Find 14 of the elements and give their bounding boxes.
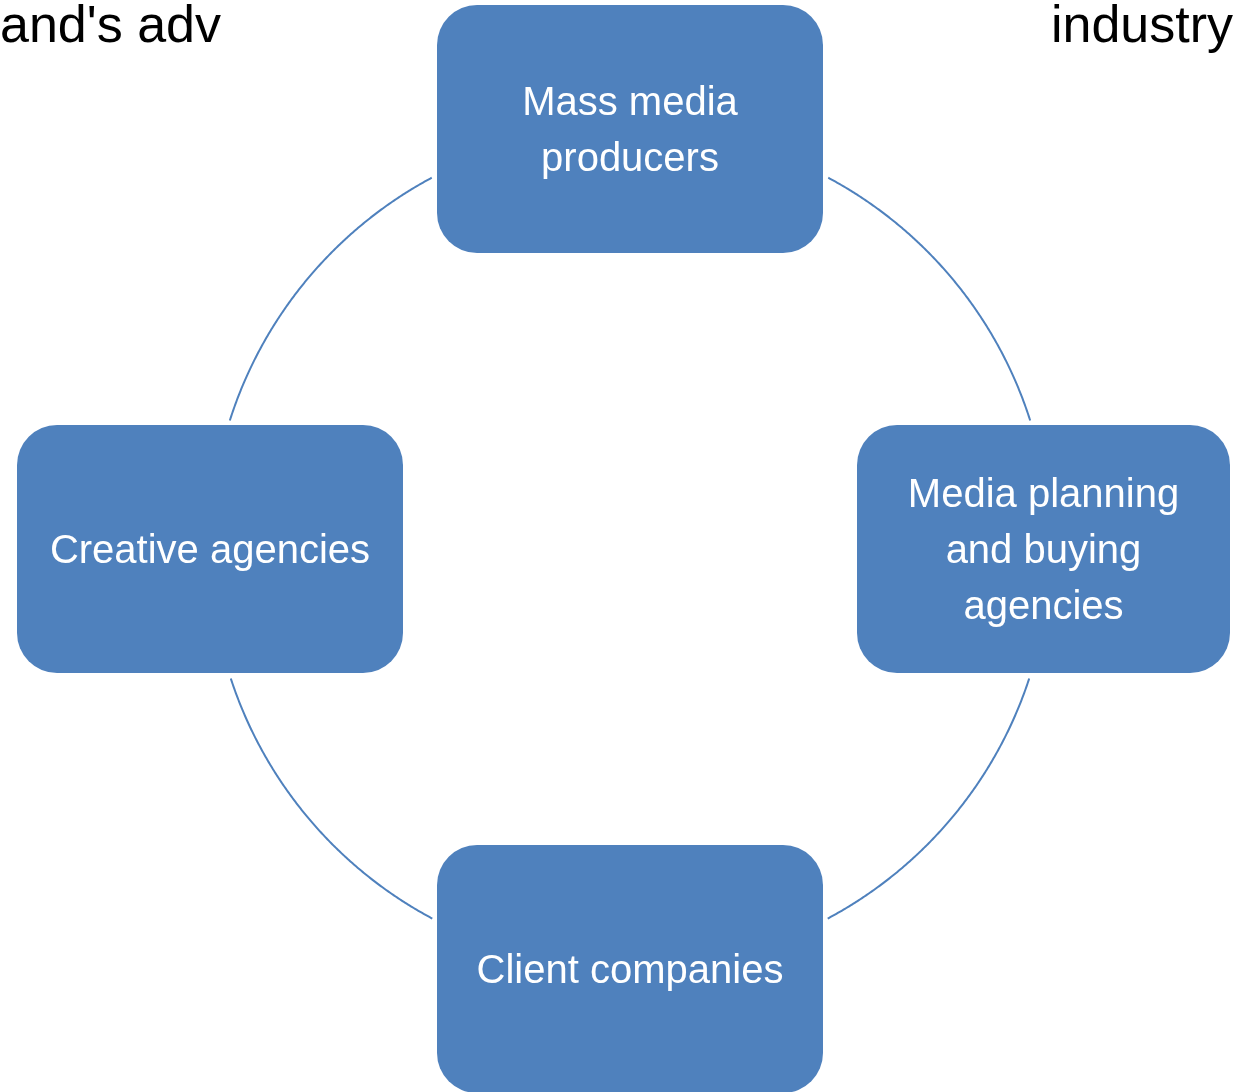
connector-arc — [826, 677, 1031, 920]
title-fragment: industry — [1050, 0, 1233, 54]
node-label: Media planning and buying agencies — [906, 470, 1181, 629]
connector-arc — [827, 176, 1032, 422]
rounded-box — [857, 425, 1230, 673]
node-label: Mass media producers — [521, 78, 739, 181]
node-label: Client companies — [476, 946, 784, 993]
rounded-box — [437, 845, 823, 1092]
rounded-box — [17, 425, 403, 673]
rounded-box — [437, 5, 823, 253]
connector-arc — [228, 176, 433, 422]
connector-arc — [229, 677, 434, 920]
node-label: Creative agencies — [49, 526, 371, 573]
title-fragment: and's adv — [0, 0, 221, 54]
